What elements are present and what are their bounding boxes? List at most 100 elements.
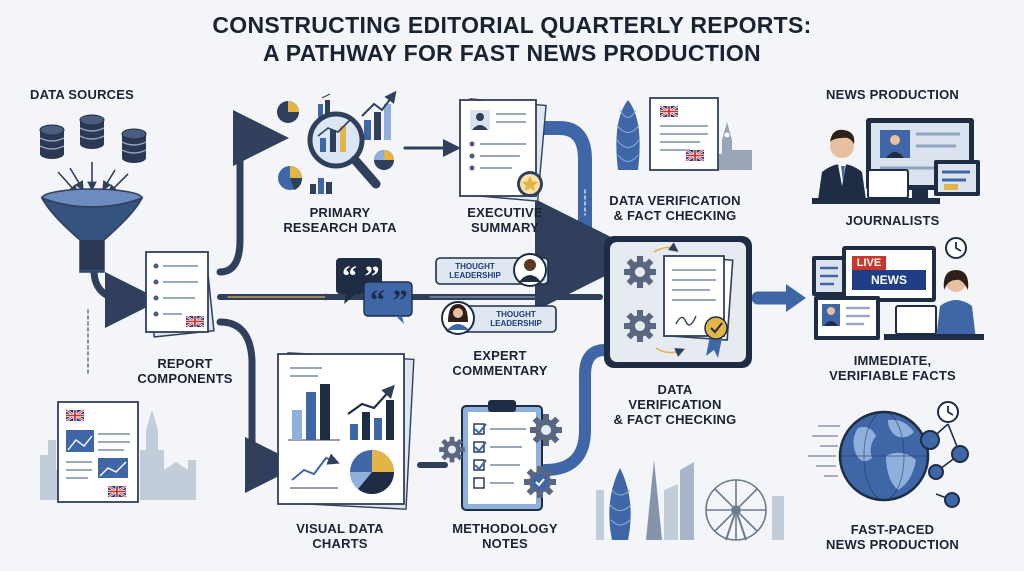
tag-line: LEADERSHIP [449,271,501,280]
magnifier-icon [307,111,381,189]
gear-icon [624,256,656,288]
label-fast-paced: FAST-PACED NEWS PRODUCTION [805,522,980,552]
globe-icon [838,410,930,502]
press-letter-document-icon [649,97,719,171]
line-chart-icon [290,453,340,489]
avatar-icon [513,253,547,287]
network-icon [929,423,961,501]
label-line: DATA [657,382,693,397]
label-line: RESEARCH DATA [283,220,397,235]
news-badge: NEWS [871,273,907,287]
uk-flag-icon [184,314,206,329]
gear-icon [530,414,562,446]
primary-research-group [277,90,397,194]
label-line: METHODOLOGY [452,521,558,536]
label-line: PRIMARY [309,205,371,220]
journalist-workstation [812,118,980,204]
bar-chart-icon [310,178,332,194]
label-news-production: NEWS PRODUCTION [826,87,959,102]
label-line: SUMMARY [470,220,540,235]
live-news-workstation [812,237,984,340]
bar-chart-icon [288,384,340,441]
brochure-document-icon [57,401,139,503]
tag-line: THOUGHT [496,310,536,319]
label-visual-charts: VISUAL DATA CHARTS [275,521,405,551]
speed-lines [808,425,840,477]
bar-chart-icon [347,384,395,440]
monitor-icon [842,246,936,302]
fast-paced-globe-group [808,401,969,508]
bar-chart-icon [318,93,331,118]
label-data-sources: DATA SOURCES [30,87,134,102]
label-expert-commentary: EXPERT COMMENTARY [430,348,570,378]
page-title-line-2: A PATHWAY FOR FAST NEWS PRODUCTION [263,40,761,66]
funnel-icon [40,188,144,273]
monitor-icon [934,160,980,196]
ribbon-seal-icon [704,316,728,358]
report-document-icon [145,251,215,338]
flow-connectors [87,110,806,493]
database-icon [121,128,147,164]
database-icon [79,114,105,150]
label-line: IMMEDIATE, [853,353,932,368]
pie-chart-icon [278,166,303,190]
thought-leadership-card [435,253,549,287]
label-line: FAST-PACED [850,522,935,537]
live-badge: LIVE [856,257,882,269]
data-sources-group [39,114,147,273]
gear-icon [524,466,556,498]
label-primary-research: PRIMARY RESEARCH DATA [265,205,415,235]
london-eye-icon [705,479,767,541]
label-line: NEWS PRODUCTION [826,537,959,552]
label-report-components: REPORT COMPONENTS [125,356,245,386]
label-line: & FACT CHECKING [613,208,737,223]
label-line: VERIFICATION [628,397,722,412]
label-line: & FACT CHECKING [613,412,737,427]
pie-chart-icon [277,101,299,123]
gear-icon [439,436,465,463]
label-immediate-facts: IMMEDIATE, VERIFIABLE FACTS [805,353,980,383]
clock-icon [945,237,967,259]
avatar-icon [936,270,976,340]
pie-chart-icon [350,450,395,495]
database-icon [39,124,65,160]
thought-leadership-tag: THOUGHT LEADERSHIP [478,310,554,328]
thought-leadership-tag: THOUGHT LEADERSHIP [438,262,512,280]
tag-line: THOUGHT [455,262,495,271]
label-methodology-notes: METHODOLOGY NOTES [435,521,575,551]
label-line: VERIFIABLE FACTS [829,368,956,383]
speech-bubble-icon: “ ” [363,281,413,324]
label-line: DATA VERIFICATION [609,193,741,208]
label-line: NOTES [482,536,528,551]
network-node-icon [920,430,969,508]
page-title-line-1: CONSTRUCTING EDITORIAL QUARTERLY REPORTS… [212,12,812,38]
star-badge-icon [517,171,543,197]
label-line: CHARTS [312,536,368,551]
avatar-icon [818,129,866,200]
svg-text:“ ”: “ ” [370,284,408,317]
label-executive-summary: EXECUTIVE SUMMARY [440,205,570,235]
monitor-icon [814,296,880,340]
methodology-checklist-icon [439,400,562,511]
label-line: REPORT [157,356,213,371]
verification-panel [604,236,752,368]
label-line: COMMENTARY [452,363,548,378]
gear-icon [624,310,656,342]
label-line: COMPONENTS [137,371,233,386]
checklist-icon [473,423,526,489]
bar-chart-icon [361,90,397,140]
avatar-icon [441,301,475,335]
executive-summary-document-icon [459,98,547,202]
thought-leadership-card [441,301,557,335]
pie-chart-icon [374,150,394,170]
label-journalists: JOURNALISTS [845,213,940,228]
skyline-icon [596,460,784,541]
label-line: EXECUTIVE [467,205,543,220]
label-verification-top: DATA VERIFICATION & FACT CHECKING [590,193,760,223]
label-line: EXPERT [473,348,527,363]
label-line: VISUAL DATA [296,521,384,536]
visual-charts-document-icon [277,352,415,510]
tag-line: LEADERSHIP [490,319,542,328]
